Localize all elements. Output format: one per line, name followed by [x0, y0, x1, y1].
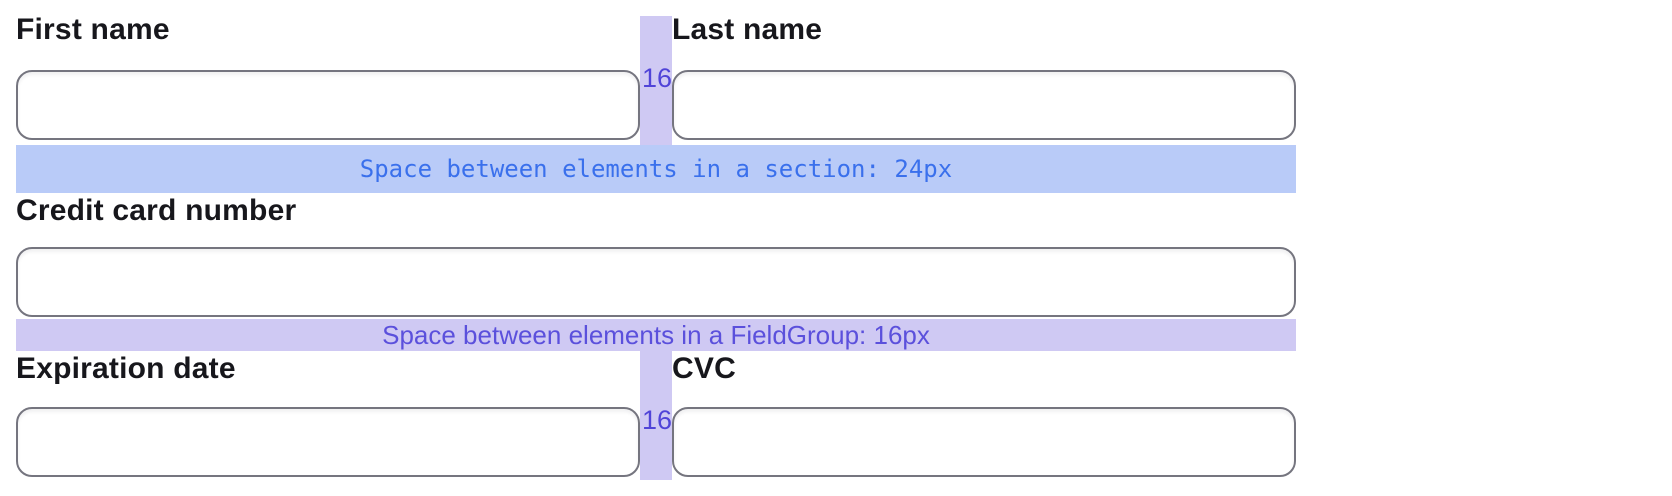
expiration-date-field: Expiration date [16, 351, 640, 477]
form-spacing-spec: 16 16 First name Last name Space between… [16, 0, 1296, 480]
last-name-input[interactable] [672, 70, 1296, 140]
fieldgroup-gap-annotation: Space between elements in a FieldGroup: … [16, 319, 1296, 351]
fieldgroup-gap-annotation-text: Space between elements in a FieldGroup: … [382, 319, 930, 350]
last-name-field: Last name [672, 12, 1296, 140]
column-gap-indicator-names: 16 [640, 16, 672, 145]
first-name-label: First name [16, 13, 170, 46]
card-number-label: Credit card number [16, 194, 297, 227]
card-number-input[interactable] [16, 247, 1296, 317]
column-gap-label: 16 [642, 63, 673, 93]
column-gap-indicator-expiry: 16 [640, 350, 672, 480]
expiration-date-label: Expiration date [16, 352, 236, 385]
column-gap-label: 16 [642, 405, 673, 435]
expiration-date-input[interactable] [16, 407, 640, 477]
cvc-input[interactable] [672, 407, 1296, 477]
expiry-cvc-row: Expiration date CVC [16, 351, 1296, 477]
last-name-label: Last name [672, 13, 823, 46]
card-number-field: Credit card number [16, 193, 1296, 317]
cvc-field: CVC [672, 351, 1296, 477]
first-name-input[interactable] [16, 70, 640, 140]
card-number-row: Credit card number [16, 193, 1296, 317]
section-gap-annotation-text: Space between elements in a section: 24p… [359, 155, 953, 183]
first-name-field: First name [16, 12, 640, 140]
section-gap-annotation: Space between elements in a section: 24p… [16, 145, 1296, 193]
cvc-label: CVC [672, 352, 736, 385]
name-fields-row: First name Last name [16, 12, 1296, 140]
